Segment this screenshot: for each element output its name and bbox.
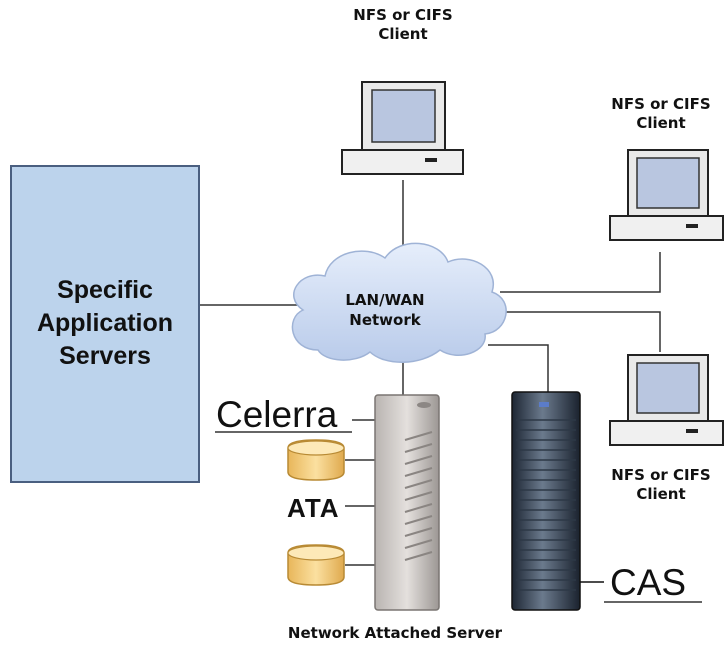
disk-icon [287, 544, 345, 586]
diagram-caption: Network Attached Server [287, 624, 503, 642]
cas-storage-icon [511, 391, 581, 611]
network-label: LAN/WAN Network [320, 290, 450, 330]
client-right-lower-line1: NFS or CIFS [611, 466, 711, 484]
ata-label: ATA [287, 493, 340, 523]
line-network-to-upper-client [500, 252, 661, 293]
client-top-label: NFS or CIFS Client [340, 6, 466, 44]
line-network-to-lower-client [490, 311, 661, 352]
computer-icon [609, 149, 724, 241]
connection-lines [200, 180, 702, 603]
client-top-line1: NFS or CIFS [353, 6, 453, 24]
celerra-server-icon [374, 394, 440, 611]
application-servers-label: Specific Application Servers [20, 274, 190, 373]
disk-icon [287, 439, 345, 481]
app-servers-line3: Servers [59, 342, 151, 370]
celerra-label: Celerra [216, 394, 338, 435]
client-right-lower-label: NFS or CIFS Client [598, 466, 724, 504]
network-label-line2: Network [349, 311, 421, 329]
computer-icon [609, 354, 724, 446]
client-right-upper-line1: NFS or CIFS [611, 95, 711, 113]
network-cloud [291, 242, 507, 363]
client-right-upper-line2: Client [636, 114, 686, 132]
line-network-to-cas [488, 344, 549, 392]
computer-icon [341, 81, 464, 175]
network-label-line1: LAN/WAN [345, 291, 425, 309]
app-servers-line1: Specific [57, 276, 153, 304]
client-top-line2: Client [378, 25, 428, 43]
cas-label: CAS [610, 562, 687, 603]
client-right-upper-label: NFS or CIFS Client [598, 95, 724, 133]
client-right-lower-line2: Client [636, 485, 686, 503]
application-servers-box [10, 165, 200, 483]
app-servers-line2: Application [36, 309, 174, 337]
